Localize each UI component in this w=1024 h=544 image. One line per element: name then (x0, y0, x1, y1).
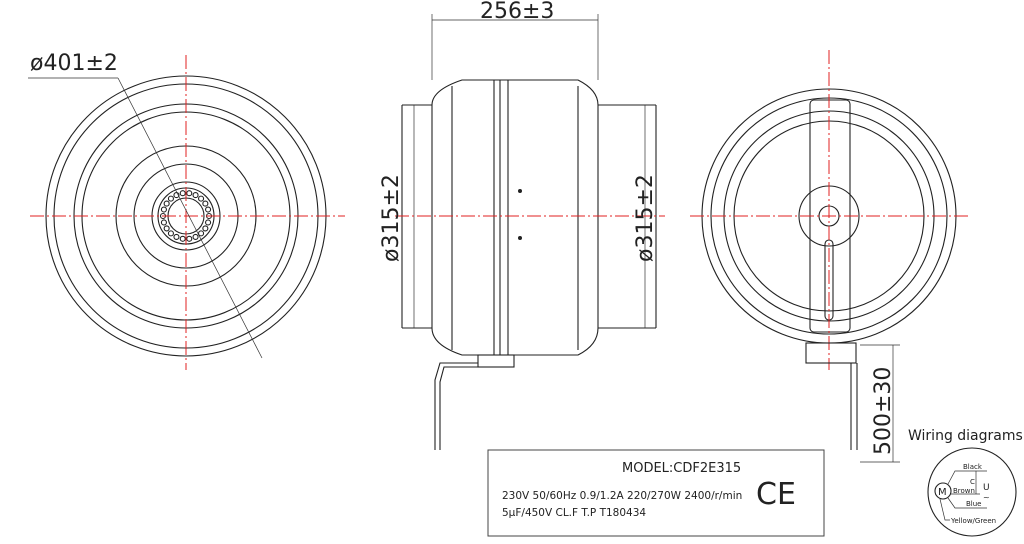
hub-hole (163, 225, 170, 232)
hub-hole (186, 190, 193, 197)
rear-view: 500±30 (690, 50, 970, 463)
hub-hole (160, 206, 167, 213)
hub-hole (202, 200, 209, 207)
length-label: 256±3 (480, 0, 554, 24)
hub-hole (192, 192, 199, 199)
hub-hole (192, 233, 199, 240)
model-label: MODEL:CDF2E315 (622, 461, 741, 476)
voltage-label: U (983, 483, 990, 493)
wiring-diagram: Wiring diagrams: M Black Brown Blue Yell… (908, 428, 1024, 537)
motor-label: M (938, 487, 947, 498)
hub-hole (173, 192, 180, 199)
hub-hole (186, 235, 193, 242)
hub-hole (202, 225, 209, 232)
hub-hole (179, 190, 186, 197)
hub-hole (179, 235, 186, 242)
duct-diameter-left-label: ø315±2 (379, 174, 404, 262)
spec-line-2: 5μF/450V CL.F T.P T180434 (502, 507, 646, 519)
ce-mark: CE (756, 477, 796, 512)
hub-hole (167, 230, 174, 237)
brown-wire-label: Brown (953, 487, 975, 495)
ground-wire-label: Yellow/Green (950, 517, 996, 525)
hub-hole (198, 230, 205, 237)
side-view: 256±3 ø315±2 ø315±2 (379, 0, 665, 450)
ac-symbol: ~ (983, 493, 990, 502)
hub-hole (198, 195, 205, 202)
hub-hole (160, 219, 167, 226)
cable-length-label: 500±30 (871, 367, 896, 455)
wiring-title: Wiring diagrams: (908, 428, 1024, 444)
front-view: ø401±2 (28, 51, 345, 370)
hub-hole (163, 200, 170, 207)
hub-hole (205, 206, 212, 213)
blue-wire-label: Blue (966, 500, 982, 508)
spec-line-1: 230V 50/60Hz 0.9/1.2A 220/270W 2400/r/mi… (502, 490, 742, 502)
hub-hole (205, 219, 212, 226)
nameplate: MODEL:CDF2E315 230V 50/60Hz 0.9/1.2A 220… (487, 449, 825, 537)
duct-diameter-right-label: ø315±2 (633, 174, 658, 262)
outer-diameter-label: ø401±2 (30, 51, 118, 76)
capacitor-label: C (970, 478, 975, 486)
hub-hole (167, 195, 174, 202)
hub-hole (173, 233, 180, 240)
black-wire-label: Black (963, 463, 983, 471)
